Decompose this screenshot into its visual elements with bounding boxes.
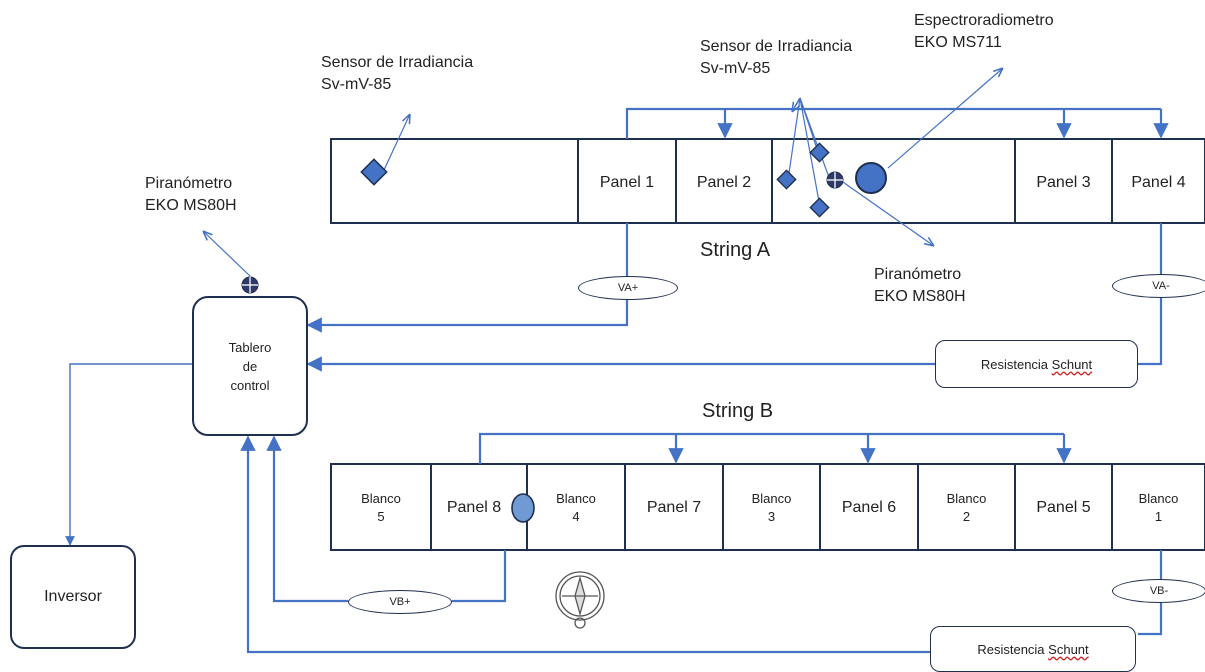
probe-va-plus: VA+ <box>578 276 678 300</box>
string-a-array <box>330 138 1205 224</box>
probe-va-minus: VA- <box>1112 274 1205 298</box>
string-b-bus <box>478 432 1072 464</box>
spectroradiometer-icon <box>855 162 887 194</box>
cell-label-line1: Panel 7 <box>646 499 702 516</box>
string-a-panel-1: Panel 1 <box>578 141 676 225</box>
panel-label: Panel 4 <box>1131 174 1186 191</box>
string-a-panel-3: Panel 3 <box>1015 141 1112 225</box>
shunt-word2: Schunt <box>1048 641 1089 657</box>
pyranometer-right-icon <box>826 171 844 189</box>
control-line3: control <box>230 377 270 393</box>
inverter-label: Inversor <box>44 588 102 605</box>
probe-label: VB+ <box>389 596 411 608</box>
pyranometer-left-icon <box>241 276 259 294</box>
spectroradiometer-label: Espectroradiometro EKO MS711 <box>914 10 1054 54</box>
label-line1: Piranómetro <box>874 266 962 283</box>
string-b-array <box>330 463 1205 551</box>
pyranometer-right-label: Piranómetro EKO MS80H <box>874 264 966 308</box>
string-a-output-wires <box>306 223 1163 372</box>
shunt-word1: Resistencia <box>977 641 1045 657</box>
sensor-right-label: Sensor de Irradiancia Sv-mV-85 <box>700 36 852 80</box>
panel-label: Panel 2 <box>696 174 752 191</box>
cell-label-line1: Blanco <box>946 491 987 506</box>
compass-icon <box>555 571 605 629</box>
shunt-resistor-a: Resistencia Schunt <box>935 340 1138 388</box>
pointer-lines <box>203 68 1003 277</box>
string-b-title: String B <box>702 400 774 422</box>
probe-vb-plus: VB+ <box>348 590 452 614</box>
string-b-cell-panel-6: Panel 6 <box>820 466 918 550</box>
label-line2: EKO MS80H <box>145 197 237 214</box>
probe-label: VB- <box>1149 585 1169 597</box>
cell-label-line2: 1 <box>1154 509 1163 524</box>
string-b-cell-blanco-1: Blanco 1 <box>1112 466 1205 550</box>
string-a-bus <box>625 107 1169 139</box>
label-line1: Sensor de Irradiancia <box>321 54 474 71</box>
control-line1: Tablero <box>228 339 272 355</box>
string-b-cell-blanco-2: Blanco 2 <box>918 466 1015 550</box>
control-line2: de <box>242 358 258 374</box>
shunt-resistor-b: Resistencia Schunt <box>930 626 1136 672</box>
shunt-word1: Resistencia <box>980 356 1049 372</box>
string-b-cell-blanco-5: Blanco 5 <box>331 466 431 550</box>
panel-8-sensor-icon <box>511 493 535 523</box>
label-line2: EKO MS80H <box>874 288 966 305</box>
irradiance-sensor-left-icon <box>360 158 388 186</box>
string-b-output-wires <box>240 435 1163 654</box>
label-line1: Espectroradiometro <box>914 12 1054 29</box>
label-line1: Sensor de Irradiancia <box>700 38 853 55</box>
probe-vb-minus: VB- <box>1112 579 1205 603</box>
cell-label-line2: 5 <box>377 509 385 524</box>
panel-label: Panel 3 <box>1036 174 1091 191</box>
control-to-inverter-wire <box>65 363 192 546</box>
inverter-box: Inversor <box>10 545 136 649</box>
cell-label-line1: Blanco <box>556 491 596 506</box>
string-b-cell-blanco-3: Blanco 3 <box>723 466 820 550</box>
panel-label: Panel 1 <box>599 174 655 191</box>
cell-label-line2: 3 <box>767 509 776 524</box>
label-line2: EKO MS711 <box>914 34 1002 51</box>
string-a-panel-2: Panel 2 <box>676 141 772 225</box>
label-line2: Sv-mV-85 <box>700 60 771 77</box>
string-b-cell-panel-7: Panel 7 <box>625 466 723 550</box>
sensor-left-label: Sensor de Irradiancia Sv-mV-85 <box>321 52 473 96</box>
string-b-cell-panel-8: Panel 8 <box>431 466 517 550</box>
probe-label: VA+ <box>617 282 639 294</box>
cell-label-line1: Panel 5 <box>1036 499 1091 516</box>
irradiance-sensor-right-icons <box>776 142 830 218</box>
probe-label: VA- <box>1152 280 1170 292</box>
string-b-cell-blanco-4: Blanco 4 <box>527 466 625 550</box>
pyranometer-left-label: Piranómetro EKO MS80H <box>145 173 237 217</box>
string-a-panel-4: Panel 4 <box>1112 141 1205 225</box>
cell-label-line1: Blanco <box>1138 491 1179 506</box>
string-a-title: String A <box>700 239 771 261</box>
label-line1: Piranómetro <box>145 175 233 192</box>
cell-label-line2: 2 <box>962 509 971 524</box>
cell-label-line1: Panel 8 <box>446 499 502 516</box>
cell-label-line1: Panel 6 <box>841 499 897 516</box>
label-line2: Sv-mV-85 <box>321 76 392 93</box>
cell-label-line2: 4 <box>572 509 580 524</box>
control-board: Tablero de control <box>192 296 308 436</box>
shunt-word2: Schunt <box>1051 356 1093 372</box>
cell-label-line1: Blanco <box>361 491 401 506</box>
string-b-cell-panel-5: Panel 5 <box>1015 466 1112 550</box>
cell-label-line1: Blanco <box>751 491 792 506</box>
